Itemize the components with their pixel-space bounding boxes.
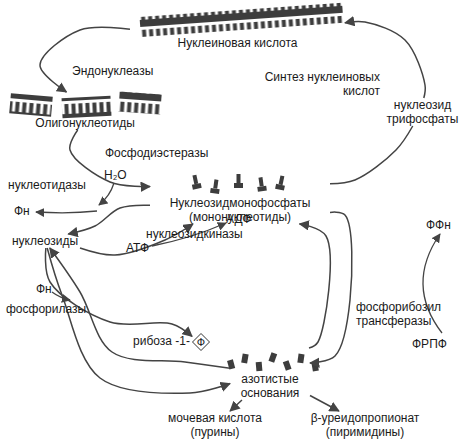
metabolite-label: ФРПФ <box>412 337 456 351</box>
metabolite-label: рибоза -1- <box>124 334 190 348</box>
node-text: азотистые основания <box>230 372 310 400</box>
enzyme-label: нуклеотидазы <box>8 178 93 192</box>
metabolite-label: H₂O <box>104 168 134 182</box>
reaction-arrow <box>230 400 242 411</box>
metabolite-label: ФФн <box>426 218 462 232</box>
oligonucleotide-fragment <box>118 92 161 115</box>
mononucleotide-icon <box>234 174 243 188</box>
node-text: мочевая кислота (пурины) <box>165 411 265 439</box>
enzyme-label: фосфорибозил трансферазы <box>356 300 431 328</box>
enzyme-label: фосфорилазы <box>6 302 86 316</box>
base-icons <box>227 352 319 371</box>
phosphate-diamond: Ф <box>192 333 210 351</box>
side-arrows <box>36 183 442 333</box>
molecule-node: нуклеозиды <box>5 234 85 248</box>
enzyme-label: Синтез нуклеиновых кислот <box>262 70 380 98</box>
oligonucleotide-fragment <box>62 96 112 119</box>
node-text: β-уреидопропионат (пиримидины) <box>295 411 435 439</box>
reaction-arrow <box>310 395 339 411</box>
reaction-arrow <box>40 27 130 92</box>
diamond-shape <box>193 334 210 351</box>
metabolite-label: Фн <box>36 282 60 296</box>
node-text: нуклеозид трифосфаты <box>380 98 465 126</box>
molecule-node: нуклеозид трифосфаты <box>380 98 465 126</box>
nucleic-acid-strand <box>140 3 344 37</box>
product-node: β-уреидопропионат (пиримидины) <box>295 411 435 439</box>
metabolite-label: Фн <box>14 204 38 218</box>
enzyme-label: Эндонуклеазы <box>72 64 162 78</box>
mononucleotide-icon <box>190 174 202 190</box>
node-text: Нуклеиновая кислота <box>130 36 345 50</box>
metabolite-label: АДФ <box>226 212 256 226</box>
node-text: нуклеозиды <box>5 234 85 248</box>
mononucleotide-icon <box>256 177 267 192</box>
reaction-arrow <box>68 205 150 234</box>
metabolite-label: АТФ <box>126 241 156 255</box>
reaction-arrow <box>310 212 352 363</box>
mononucleotide-icon <box>275 175 287 191</box>
mononucleotide-icon <box>210 179 221 194</box>
reaction-arrow <box>45 248 192 336</box>
oligonucleotide-fragment <box>9 93 53 117</box>
node-text: Олигонуклеотиды <box>5 116 165 130</box>
reaction-arrow <box>330 126 413 184</box>
node-text: Ф <box>192 333 210 351</box>
reaction-arrow <box>300 224 331 348</box>
molecule-node: Олигонуклеотиды <box>5 92 165 130</box>
product-node: мочевая кислота (пурины) <box>165 411 265 439</box>
molecule-node: азотистые основания <box>230 348 310 400</box>
molecule-node: Нуклеиновая кислота <box>130 5 345 50</box>
enzyme-label: нуклеозидкиназы <box>146 227 246 241</box>
enzyme-label: Фосфодиэстеразы <box>105 146 205 160</box>
reaction-arrow <box>47 248 230 393</box>
